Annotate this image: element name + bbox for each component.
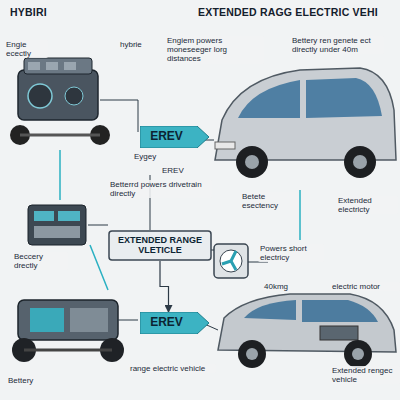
engine-illustration — [10, 58, 110, 145]
car-illustration — [215, 68, 396, 178]
car-illustration — [218, 294, 396, 368]
arrow-banner: EREV — [140, 126, 209, 148]
note-label: Bettery ren genete ect directly under 40… — [290, 36, 384, 54]
note-label: Beccery drectly — [12, 252, 68, 270]
node-text: EREV — [150, 316, 183, 330]
note-label: Engiem powers moneseeger lorg distances — [165, 36, 264, 64]
note-label: Eygey — [132, 152, 158, 161]
wire — [88, 100, 268, 330]
note-label: range electric vehicle — [128, 364, 216, 373]
heading: EXTENDED RAGG ELECTRIC VEHI — [196, 6, 380, 18]
note-label: Betete esectency — [240, 192, 299, 210]
note-label: Extended electricty — [336, 196, 398, 214]
node-text: EREV — [150, 130, 183, 144]
chassis-illustration — [12, 300, 124, 362]
note-label: 40kmg — [262, 282, 290, 291]
connector — [160, 261, 169, 312]
flow-line — [60, 150, 300, 290]
process-box: EXTENDED RANGE VLETICLE — [108, 230, 212, 261]
note-label: Powers short electricy — [258, 244, 324, 262]
battery-illustration — [28, 205, 86, 245]
note-label: electric motor — [330, 282, 400, 291]
note-label: Extended rengec vehicle — [330, 366, 400, 384]
note-label: Engie ecectly — [4, 40, 48, 58]
note-label: hybrie — [118, 40, 144, 49]
heading: HYBIRI — [8, 6, 49, 18]
note-label: EREV — [160, 166, 186, 175]
arrow-banner: EREV — [140, 312, 209, 334]
note-label: Bettery — [6, 376, 35, 385]
note-label: Betterrd powers drivetrain directly — [108, 180, 212, 198]
node-text: EXTENDED RANGE VLETICLE — [114, 235, 206, 256]
motor-illustration — [214, 244, 248, 278]
